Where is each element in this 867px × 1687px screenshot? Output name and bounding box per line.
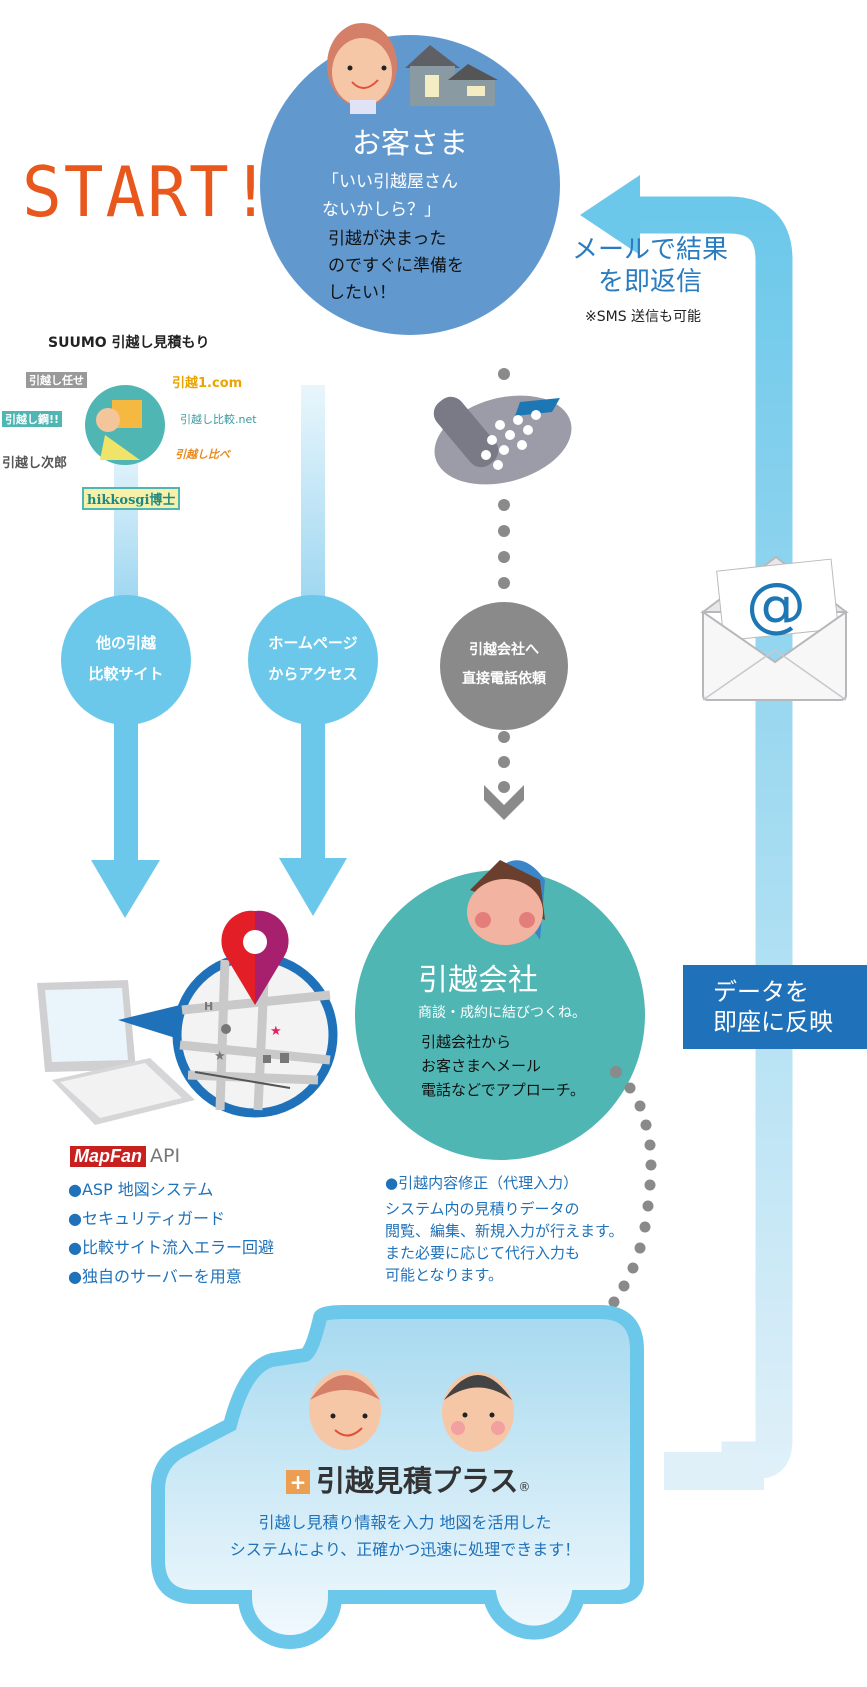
site-logo-kou: 引越し鋼!! <box>2 411 63 427</box>
mapfan-logo: MapFan <box>70 1146 147 1167</box>
site-logo-makase: 引越し任せ <box>26 372 87 388</box>
mapfan-api-label: API <box>150 1145 181 1167</box>
company-subtitle: 商談・成約に結びつくね。 <box>418 1005 586 1021</box>
svg-text:H: H <box>204 1000 213 1013</box>
customer-quote: 「いい引越屋さん ないかしら？」 <box>322 168 522 224</box>
data-box-line: データを <box>713 978 809 1006</box>
product-description-line: システムにより、正確かつ迅速に処理できます！ <box>229 1540 581 1559</box>
route-label-line: 他の引越 <box>95 634 156 652</box>
registered-mark: ® <box>518 1480 531 1494</box>
feature-item: ●比較サイト流入エラー回避 <box>68 1238 274 1257</box>
route-stem-2 <box>301 385 325 600</box>
product-description: 引越し見積り情報を入力 地図を活用した システムにより、正確かつ迅速に処理できま… <box>195 1509 615 1563</box>
feature-item: ●独自のサーバーを用意 <box>68 1267 242 1286</box>
proxy-input-line: また必要に応じて代行入力も <box>385 1244 581 1262</box>
customer-circle <box>260 35 560 335</box>
mail-result-label: メールで結果 を即返信 <box>565 234 735 298</box>
feature-item: ●ASP 地図システム <box>68 1180 214 1199</box>
house-icon <box>405 45 498 106</box>
company-body-line: 引越会社から <box>421 1033 512 1051</box>
route-arrow-1 <box>114 720 138 860</box>
proxy-input-section: ●引越内容修正（代理入力） システム内の見積りデータの 閲覧、編集、新規入力が行… <box>385 1172 624 1286</box>
company-body: 引越会社から お客さまへメール 電話などでアプローチ。 <box>421 1030 585 1102</box>
route-label-line: 比較サイト <box>88 665 164 683</box>
map-callout-pointer <box>118 1005 182 1040</box>
mover-avatar <box>467 860 545 945</box>
customer-body-line: 引越が決まった <box>328 229 447 249</box>
truck-shape <box>151 1305 644 1649</box>
route-label-line: 引越会社へ <box>469 642 539 658</box>
company-body-line: 電話などでアプローチ。 <box>421 1081 585 1099</box>
staff-avatar-small <box>442 1372 514 1452</box>
data-reflect-box: データを 即座に反映 <box>683 965 867 1049</box>
customer-body-line: のですぐに準備を <box>328 256 464 276</box>
company-dotted-line <box>597 1066 657 1324</box>
route-label-line: からアクセス <box>268 665 358 683</box>
chevron-down-icon <box>484 785 524 820</box>
company-body-line: お客さまへメール <box>421 1057 542 1075</box>
site-logo-hikkoshi1: 引越1.com <box>172 376 243 391</box>
route-2-label: ホームページ からアクセス <box>253 628 373 690</box>
proxy-input-line: 可能となります。 <box>385 1266 504 1284</box>
site-logo-jiro: 引越し次郎 <box>2 456 68 471</box>
svg-text:★: ★ <box>214 1049 226 1064</box>
map-pin-icon <box>221 910 289 1005</box>
route-bubble-2 <box>248 595 378 725</box>
customer-avatar-small <box>309 1370 381 1450</box>
svg-text:★: ★ <box>270 1024 282 1039</box>
product-brand-name: 引越見積プラス <box>316 1464 519 1498</box>
return-arrow <box>580 175 793 1490</box>
route-arrowhead-1 <box>91 860 160 918</box>
route-bubble-1 <box>61 595 191 725</box>
site-logo-kurabe: 引越し比べ <box>175 448 230 461</box>
route-arrowhead-2 <box>279 858 347 916</box>
proxy-input-line: 閲覧、編集、新規入力が行えます。 <box>385 1222 624 1240</box>
route-arrow-2 <box>301 720 325 858</box>
site-logo-suumo: SUUMO 引越し見積もり <box>48 335 210 351</box>
email-envelope-icon: @ <box>700 555 849 701</box>
proxy-input-line: システム内の見積りデータの <box>385 1200 580 1218</box>
data-box-line: 即座に反映 <box>713 1008 833 1036</box>
route-3-label: 引越会社へ 直接電話依頼 <box>444 636 564 694</box>
mapfan-feature-list: ●ASP 地図システム ●セキュリティガード ●比較サイト流入エラー回避 ●独自… <box>68 1175 274 1291</box>
phone-dotted-line <box>498 368 510 793</box>
house-plus-icon: + <box>286 1470 310 1494</box>
start-label: START! <box>22 152 273 233</box>
route-bubble-3 <box>440 602 568 730</box>
route-label-line: ホームページ <box>268 634 358 652</box>
site-logo-hakase: hikkosgi博士 <box>82 487 181 510</box>
customer-title: お客さま <box>351 126 468 160</box>
proxy-input-heading: ●引越内容修正（代理入力） <box>385 1174 579 1192</box>
svg-text:@: @ <box>746 570 806 640</box>
product-brand: +引越見積プラス® <box>286 1458 530 1500</box>
route-stem-1 <box>114 440 138 600</box>
customer-body: 引越が決まった のですぐに準備を したい！ <box>328 226 528 307</box>
sms-note: ※SMS 送信も可能 <box>585 309 702 325</box>
feature-item: ●セキュリティガード <box>68 1209 226 1228</box>
route-label-line: 直接電話依頼 <box>462 671 546 687</box>
telephone-icon <box>433 395 572 485</box>
site-logo-hikaku-net: 引越し比較.net <box>180 413 257 426</box>
customer-quote-line: 「いい引越屋さん <box>322 172 458 192</box>
company-title: 引越会社 <box>418 963 538 998</box>
customer-quote-line: ないかしら？」 <box>322 200 441 220</box>
customer-avatar <box>327 23 397 114</box>
laptop-icon <box>37 980 195 1125</box>
customer-body-line: したい！ <box>328 283 396 303</box>
company-circle <box>355 870 645 1160</box>
mail-result-line: メールで結果 <box>571 235 728 265</box>
route-1-label: 他の引越 比較サイト <box>66 628 186 690</box>
mail-result-line: を即返信 <box>597 267 702 297</box>
product-description-line: 引越し見積り情報を入力 地図を活用した <box>258 1513 552 1532</box>
